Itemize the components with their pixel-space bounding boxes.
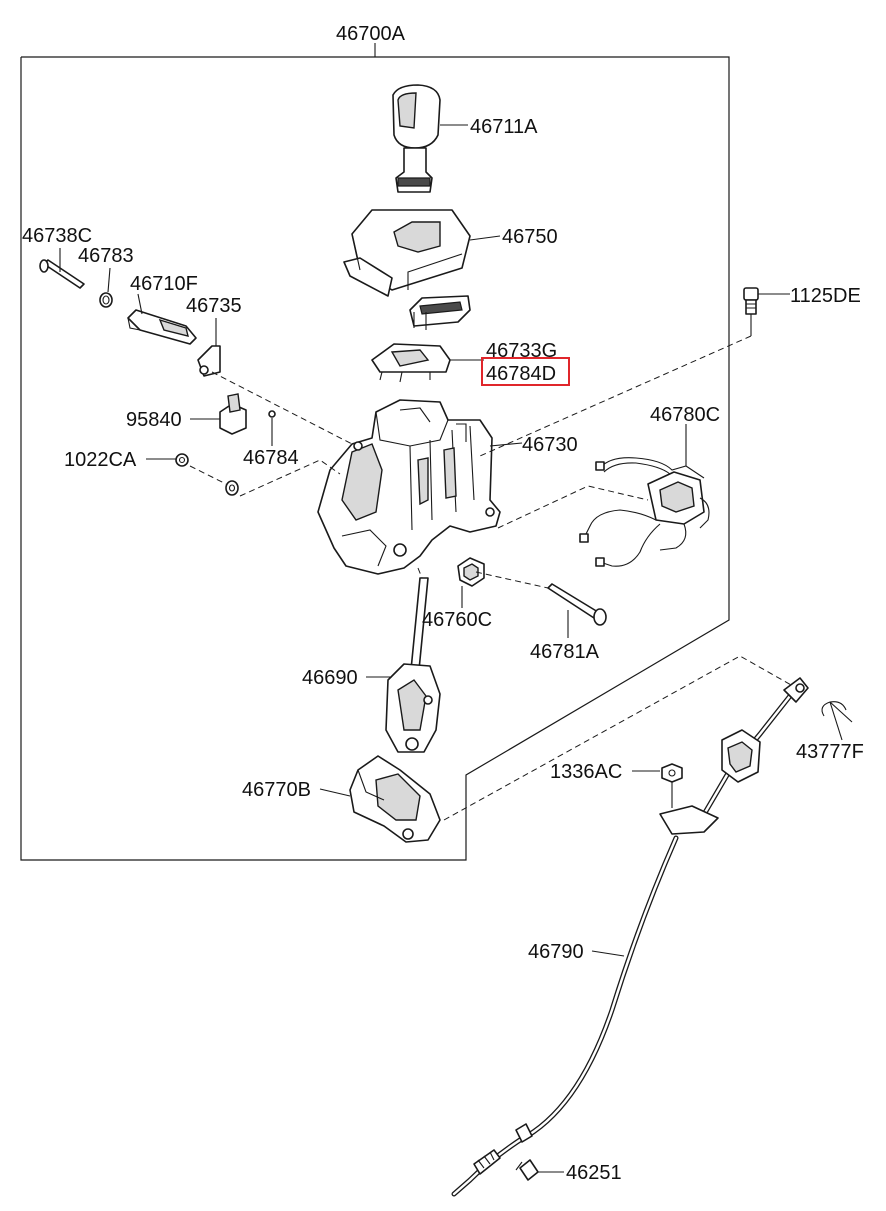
label-46251[interactable]: 46251 — [566, 1162, 622, 1184]
spring-clip[interactable] — [99, 267, 113, 308]
label-43777f[interactable]: 43777F — [796, 741, 864, 763]
shifter-base[interactable] — [319, 755, 441, 843]
label-46735[interactable]: 46735 — [186, 295, 242, 317]
label-95840[interactable]: 95840 — [126, 409, 182, 431]
label-46770b[interactable]: 46770B — [242, 779, 311, 801]
shift-lever-body[interactable] — [317, 399, 523, 575]
indicator-cover[interactable] — [343, 209, 501, 297]
label-46711a[interactable]: 46711A — [470, 116, 538, 138]
lock-lever[interactable] — [127, 293, 197, 345]
long-pin[interactable] — [547, 583, 607, 638]
bolt[interactable] — [743, 287, 790, 336]
assembly-guide-lines — [189, 335, 801, 821]
label-46784d[interactable]: 46784D — [486, 363, 556, 385]
shift-slider[interactable] — [371, 343, 484, 383]
bushing[interactable] — [146, 453, 239, 496]
shift-shaft[interactable] — [366, 577, 441, 753]
cable-nut[interactable] — [632, 763, 683, 808]
label-46700a[interactable]: 46700A — [336, 23, 406, 45]
label-46738c[interactable]: 46738C — [22, 225, 92, 247]
label-1336ac[interactable]: 1336AC — [550, 761, 622, 783]
indicator-connector[interactable] — [409, 295, 471, 330]
pivot-pin[interactable] — [39, 248, 85, 289]
switch-unit[interactable] — [190, 393, 247, 435]
label-46750[interactable]: 46750 — [502, 226, 558, 248]
highlight-box — [481, 357, 570, 386]
label-46733g[interactable]: 46733G — [486, 340, 557, 362]
cable-end-retainer[interactable] — [515, 1159, 564, 1181]
cable-retainer-clip[interactable] — [821, 701, 853, 741]
shift-knob[interactable] — [392, 84, 468, 193]
label-1125de[interactable]: 1125DE — [790, 285, 861, 307]
label-46781a[interactable]: 46781A — [530, 641, 600, 663]
label-46760c[interactable]: 46760C — [422, 609, 492, 631]
label-46710f[interactable]: 46710F — [130, 273, 198, 295]
label-46790[interactable]: 46790 — [528, 941, 584, 963]
label-46690[interactable]: 46690 — [302, 667, 358, 689]
shift-cable[interactable] — [451, 677, 809, 1197]
lever-bracket[interactable] — [197, 318, 221, 377]
label-46730[interactable]: 46730 — [522, 434, 578, 456]
label-46783[interactable]: 46783 — [78, 245, 134, 267]
shaft-clip[interactable] — [457, 557, 485, 608]
label-46784[interactable]: 46784 — [243, 447, 299, 469]
label-1022ca[interactable]: 1022CA — [64, 449, 137, 471]
part-labels: 46700A 46711A 46750 46738C 46783 46710F … — [22, 23, 864, 1184]
label-46780c[interactable]: 46780C — [650, 404, 720, 426]
assembly-frame — [20, 43, 730, 861]
small-pin[interactable] — [268, 410, 276, 446]
wiring-harness[interactable] — [579, 424, 710, 567]
